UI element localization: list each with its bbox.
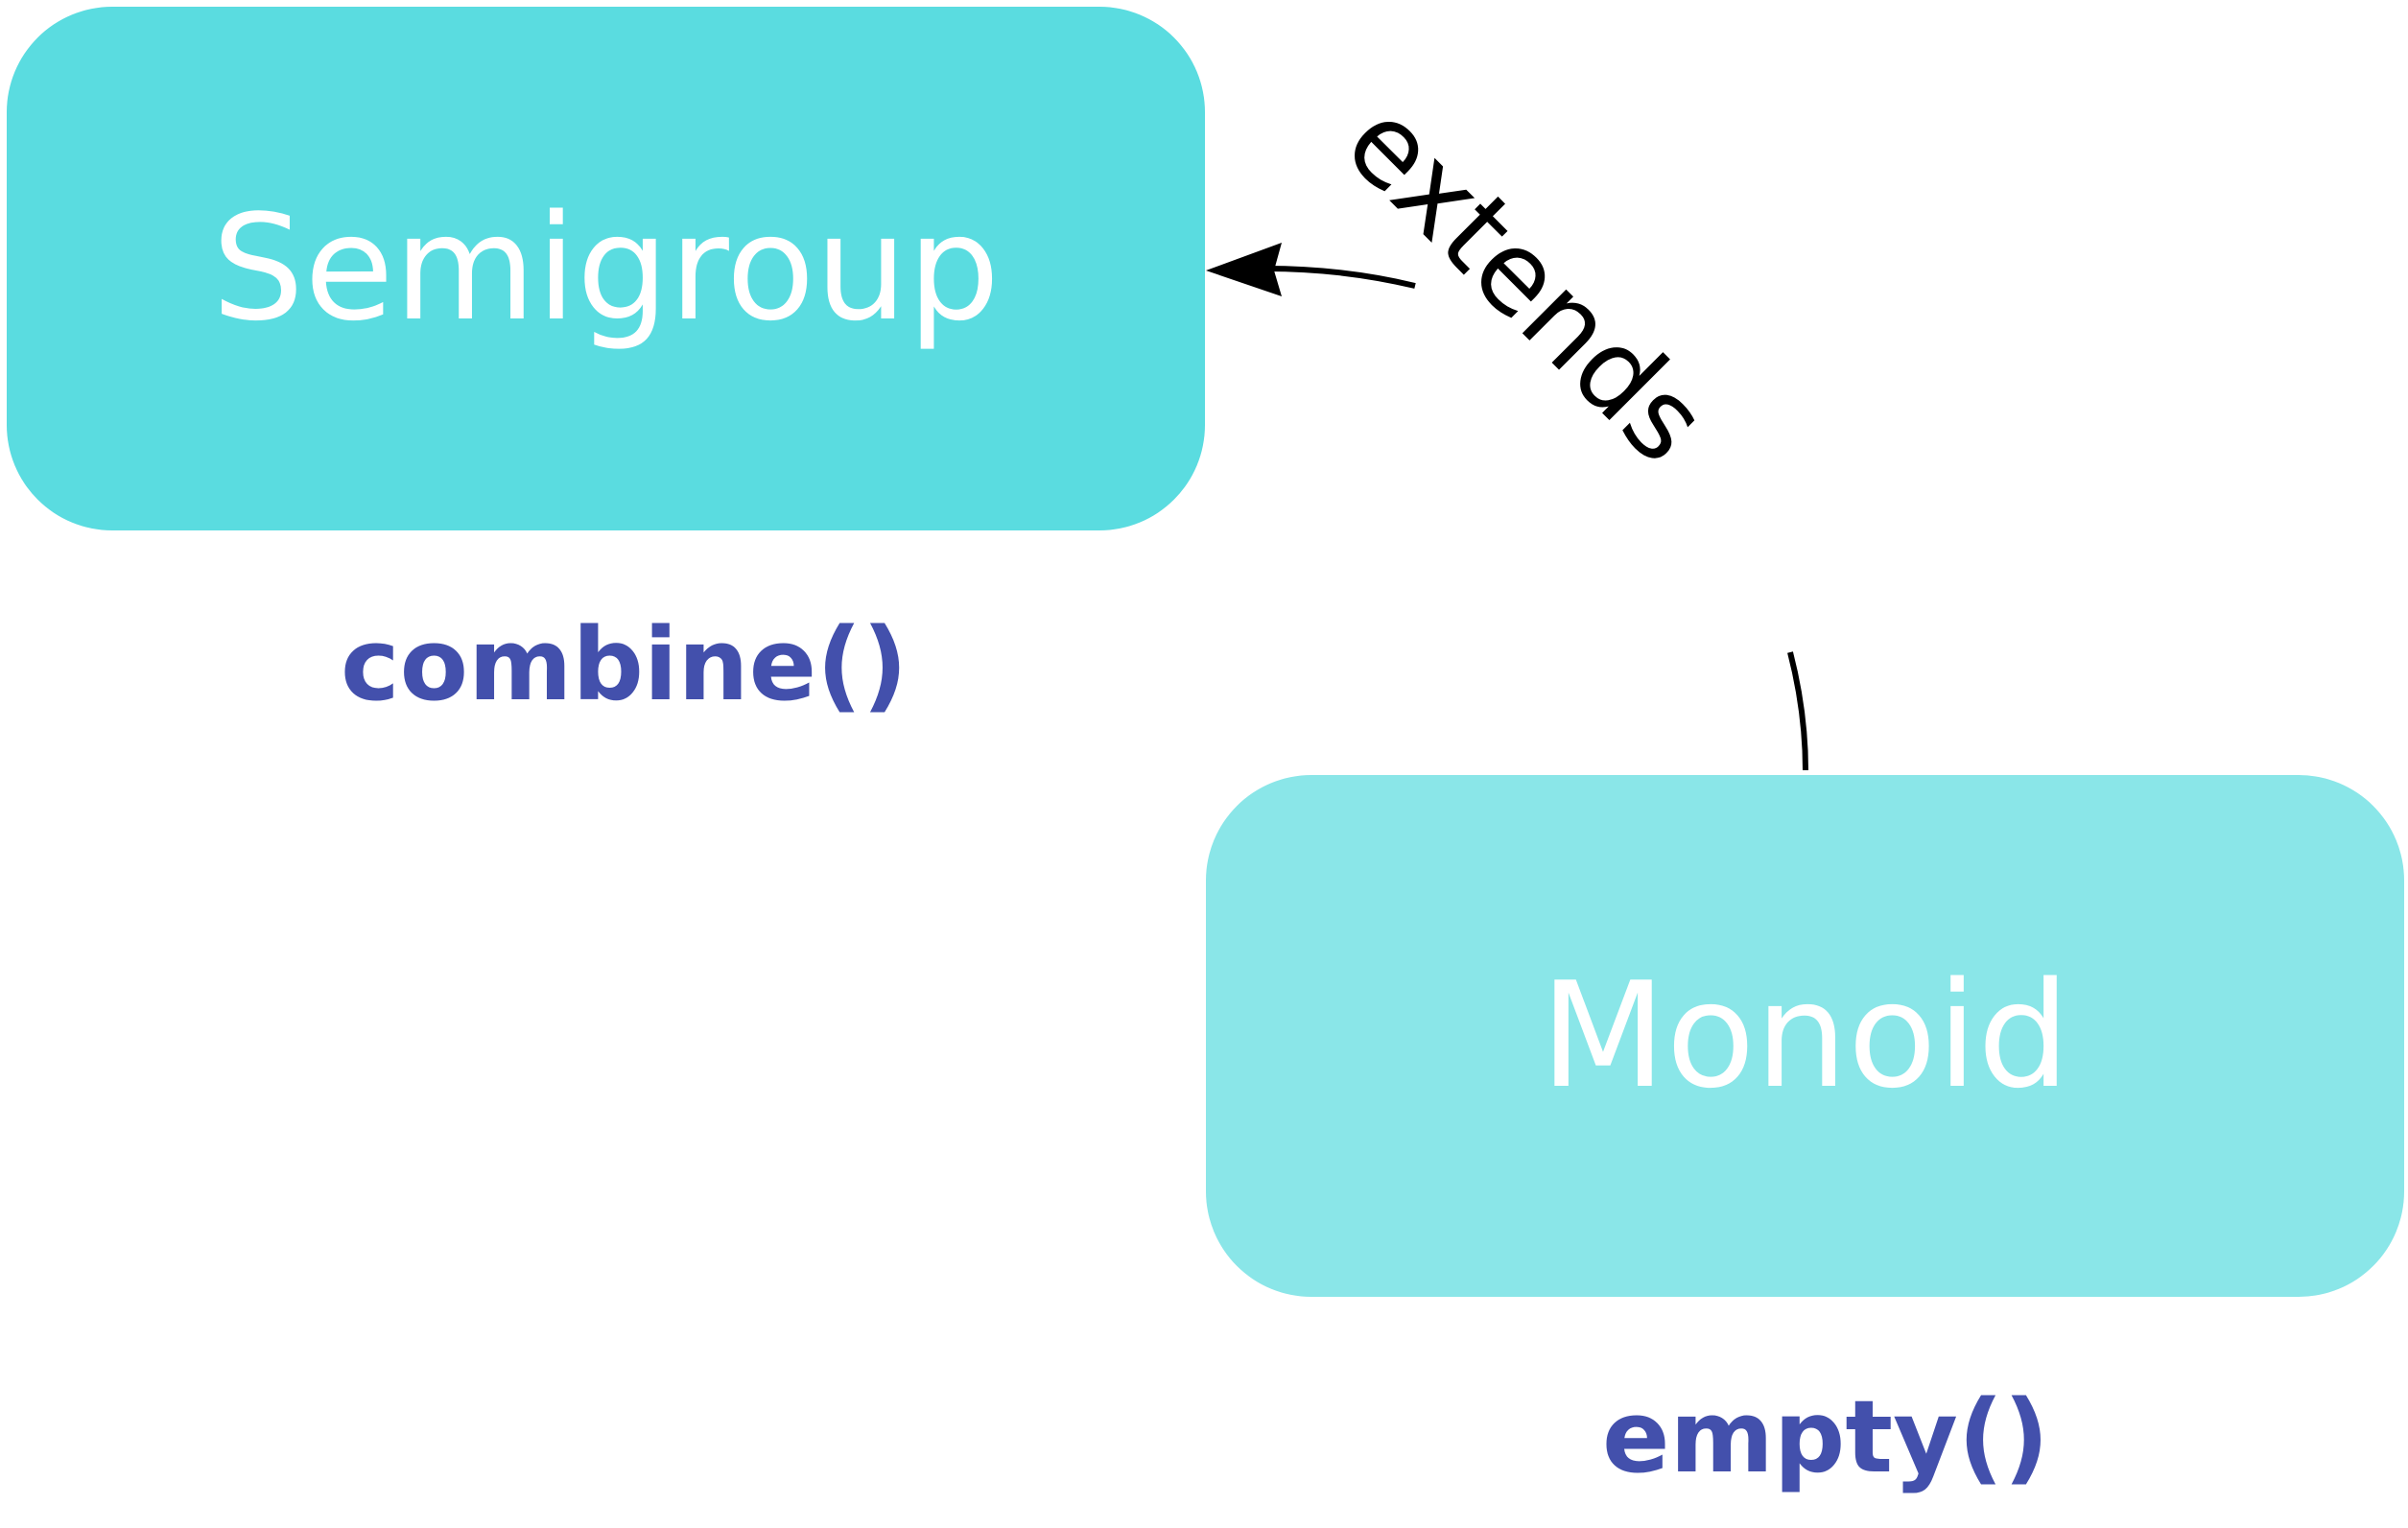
combine-method-label: combine() [341, 606, 909, 723]
semigroup-label: Semigroup [211, 183, 1001, 353]
extends-edge-upper-segment [1265, 266, 1416, 289]
extends-edge-lower-segment [1787, 651, 1808, 771]
monoid-label: Monoid [1540, 951, 2070, 1120]
empty-method-label: empty() [1602, 1378, 2049, 1495]
arrowhead-icon [1206, 243, 1282, 296]
monoid-node: Monoid [1206, 775, 2404, 1297]
semigroup-node: Semigroup [7, 7, 1205, 530]
